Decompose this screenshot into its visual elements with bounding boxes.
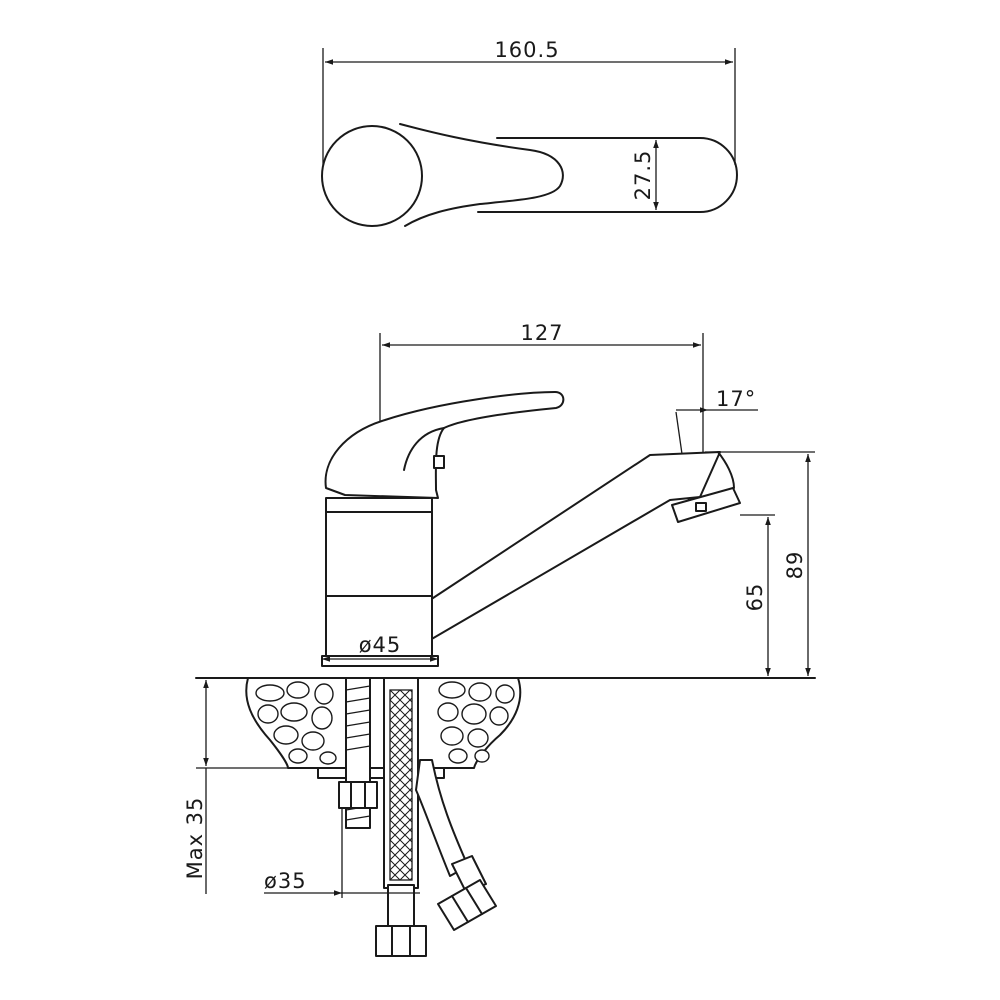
hole-diameter-label: ø35 [264, 869, 307, 893]
spout-top-view [477, 137, 738, 213]
handle-height-label: 27.5 [631, 150, 655, 201]
mounting-bracket [317, 767, 445, 779]
spout-angle-label: 17° [716, 387, 756, 411]
lever-screw [433, 455, 445, 469]
total-height-label: 89 [783, 551, 807, 580]
angled-hose-nut [437, 879, 497, 931]
base-diameter-label: ø45 [359, 633, 402, 657]
base-flange [321, 655, 439, 667]
stone-pattern [255, 681, 515, 765]
angled-nut-edge [465, 887, 483, 915]
body-circle-top [321, 125, 423, 227]
hose-nut [375, 925, 427, 957]
lever-inner-curve [403, 427, 445, 471]
spout-arm [429, 451, 721, 641]
aerator-slot [695, 502, 707, 512]
spout-tip [717, 451, 735, 489]
faucet-body [325, 497, 433, 659]
hose-ferrule [387, 884, 415, 928]
lever-handle [324, 391, 565, 499]
max-thickness-label: Max 35 [183, 797, 207, 880]
angled-nut-edge [451, 895, 469, 923]
width-dimension-label: 160.5 [494, 38, 559, 62]
stud-nut [338, 781, 378, 809]
spout-height-label: 65 [743, 583, 767, 612]
lever-top-view [399, 123, 564, 227]
reach-dimension-label: 127 [520, 321, 563, 345]
side-view: 127 17° ø45 89 65 [183, 321, 816, 957]
top-view: 160.5 27.5 [321, 38, 738, 227]
hose-braid [389, 689, 413, 881]
stud-thread-lines [345, 685, 371, 821]
